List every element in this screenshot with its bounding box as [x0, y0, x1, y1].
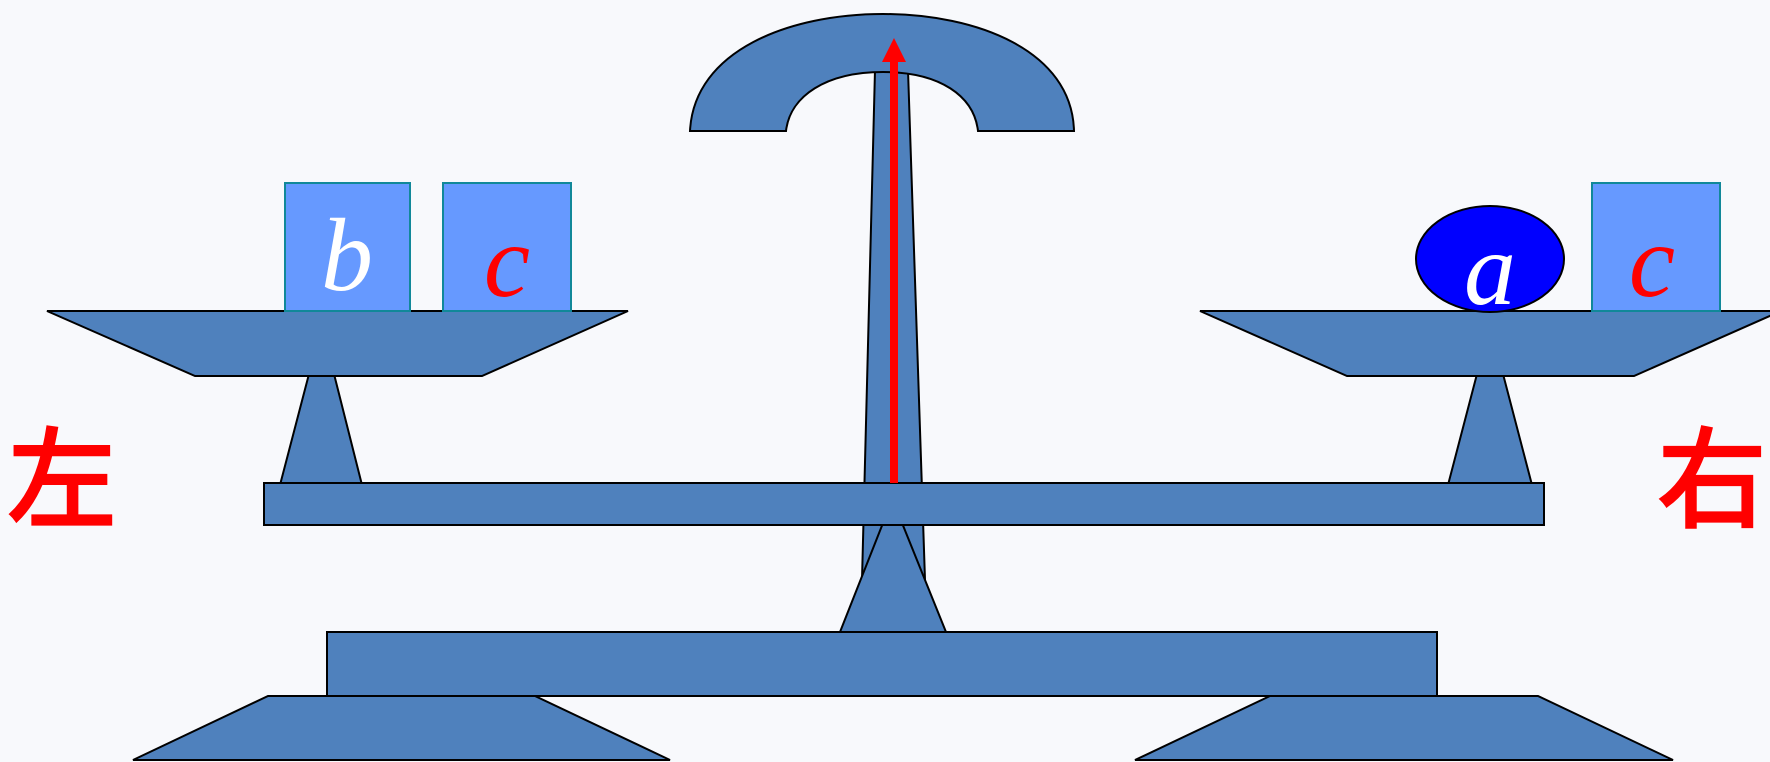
- left-block-b-label: b: [321, 198, 373, 313]
- right-foot: [1135, 696, 1673, 760]
- left-pan-stem: [280, 374, 362, 485]
- base-slab: [327, 632, 1437, 696]
- beam: [264, 483, 1544, 525]
- right-side-label: 右: [1658, 418, 1766, 544]
- right-pan-stem: [1448, 374, 1532, 485]
- right-ball-a-label: a: [1464, 212, 1516, 327]
- column-foot: [840, 518, 946, 632]
- left-side-label: 左: [8, 418, 116, 544]
- right-block-c-label: c: [1629, 204, 1675, 319]
- left-foot: [133, 696, 670, 760]
- left-block-c-label: c: [484, 204, 530, 319]
- left-pan: [47, 311, 628, 376]
